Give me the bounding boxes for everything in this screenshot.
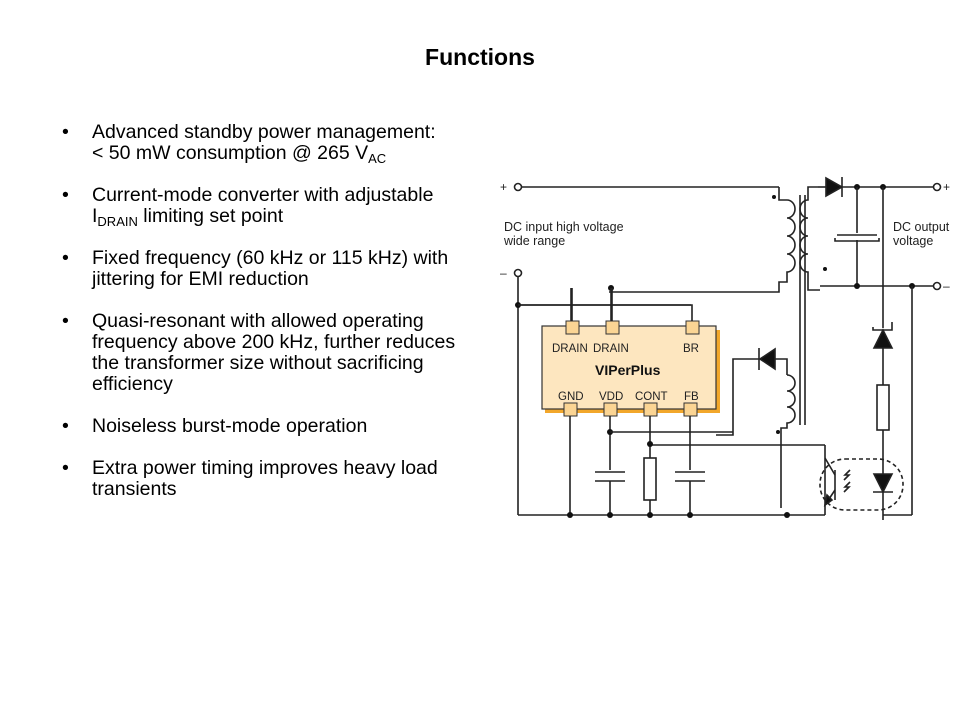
slide-title: Functions (425, 44, 535, 70)
output-label-line1: DC output (893, 220, 950, 234)
bullet-text: Fixed frequency (60 kHz or 115 kHz) with… (92, 247, 449, 290)
pin-label-gnd: GND (558, 391, 584, 403)
zener-diode (872, 328, 894, 349)
bullet-text: Current-mode converter with adjustable I (92, 184, 434, 227)
bullet-item: • Current-mode converter with adjustable … (62, 184, 482, 229)
input-minus-terminal (513, 268, 523, 278)
bullet-icon: • (62, 184, 69, 206)
primary-dot (772, 195, 776, 199)
bullet-icon: • (62, 415, 69, 437)
opto-led (872, 473, 894, 494)
secondary-winding (799, 186, 820, 291)
pin-label-br: BR (683, 343, 699, 355)
bullet-item: • Advanced standby power management:< 50 … (62, 121, 482, 166)
output-label-line2: voltage (893, 234, 933, 248)
pin-label-drain-1: DRAIN (552, 343, 588, 355)
bullet-icon: • (62, 457, 69, 479)
bullet-text: < 50 mW consumption @ 265 V (92, 142, 369, 164)
bullet-text: limiting set point (137, 205, 284, 227)
output-minus-terminal (932, 281, 942, 291)
chip-name: VIPerPlus (595, 362, 661, 378)
viperplus-chip: DRAIN DRAIN BR VIPerPlus GND VDD CONT FB (541, 320, 720, 417)
subscript: DRAIN (97, 214, 138, 229)
input-label-line1: DC input high voltage (504, 220, 624, 234)
bullet-icon: • (62, 121, 69, 143)
bullet-list: • Advanced standby power management:< 50 … (62, 122, 482, 521)
cont-resistor (643, 457, 657, 501)
output-minus-label: – (943, 279, 950, 293)
bullet-text: Noiseless burst-mode operation (92, 415, 368, 437)
pin-label-fb: FB (684, 391, 699, 403)
circuit-diagram: + DC input high voltage wide range – + –… (490, 170, 960, 530)
output-plus-terminal (932, 182, 942, 192)
input-minus-label: – (500, 266, 507, 280)
bullet-icon: • (62, 310, 69, 332)
primary-winding (609, 199, 796, 293)
pin-label-vdd: VDD (599, 391, 623, 403)
aux-diode (758, 347, 776, 371)
feedback-resistor (876, 384, 890, 431)
output-diode (825, 176, 844, 198)
aux-winding (780, 374, 796, 508)
bullet-item: • Fixed frequency (60 kHz or 115 kHz) wit… (62, 248, 482, 290)
input-label-line2: wide range (503, 234, 565, 248)
bullet-item: • Quasi-resonant with allowed operating f… (62, 311, 482, 395)
pin-label-cont: CONT (635, 391, 668, 403)
bullet-text: Advanced standby power management: (92, 121, 436, 143)
bullet-item: • Noiseless burst-mode operation (62, 416, 482, 437)
bullet-icon: • (62, 247, 69, 269)
pin-label-drain-2: DRAIN (593, 343, 629, 355)
bullet-item: • Extra power timing improves heavy load … (62, 458, 482, 500)
optocoupler (819, 458, 904, 511)
bullet-text: Extra power timing improves heavy load t… (92, 457, 438, 500)
output-plus-label: + (943, 180, 950, 194)
input-plus-label: + (500, 180, 507, 194)
subscript: AC (368, 151, 387, 166)
input-plus-terminal (513, 182, 523, 192)
bullet-text: Quasi-resonant with allowed operating fr… (92, 310, 456, 395)
